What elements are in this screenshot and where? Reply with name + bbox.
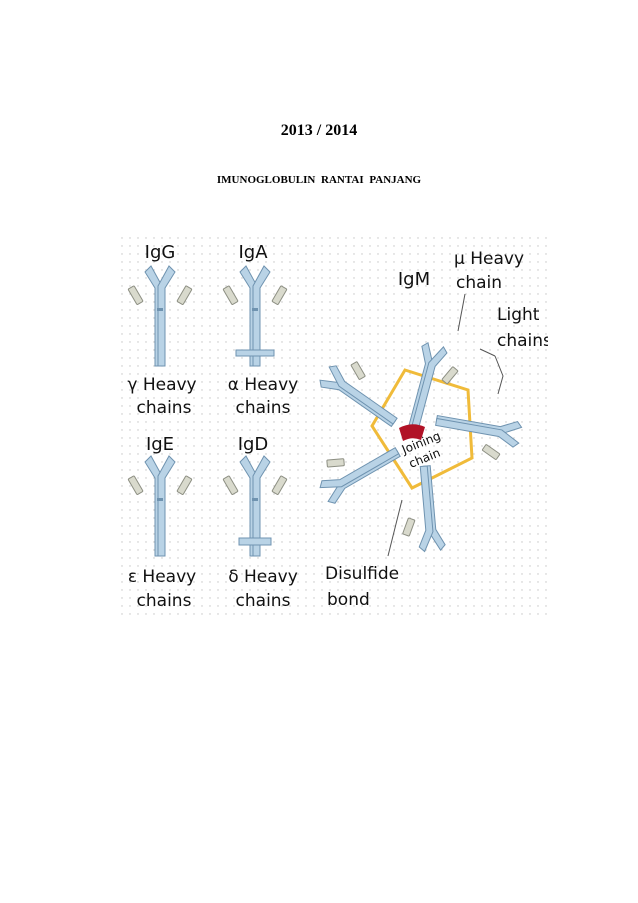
iga-label: IgA (238, 242, 268, 263)
disulfide-pointer (387, 499, 403, 557)
iga-chain-line2: chains (236, 398, 291, 418)
iga-chain-line1: α Heavy (228, 375, 298, 395)
igd-label: IgD (238, 434, 269, 455)
disulfide-label-line2: bond (327, 590, 370, 610)
igm-structure (309, 340, 523, 554)
joining-chain-shape (399, 424, 425, 441)
igd-structure (222, 455, 288, 557)
igm-light-line2: chains (497, 331, 548, 351)
light-chain-pointer (479, 348, 504, 395)
igd-chain-line2: chains (236, 591, 291, 611)
iga-structure (222, 265, 288, 367)
igm-label: IgM (398, 269, 430, 290)
igg-label: IgG (145, 242, 176, 263)
document-year: 2013 / 2014 (280, 122, 358, 139)
ige-chain-line1: ε Heavy (128, 567, 196, 587)
igg-chain-line1: γ Heavy (127, 375, 196, 395)
heavy-chain-pointer (457, 293, 466, 332)
document-subtitle: IMUNOGLOBULIN RANTAI PANJANG (216, 174, 422, 186)
igm-heavy-line1: μ Heavy (454, 249, 524, 269)
igm-heavy-line2: chain (456, 273, 502, 293)
ige-chain-line2: chains (137, 591, 192, 611)
igg-chain-line2: chains (137, 398, 192, 418)
disulfide-label-line1: Disulfide (325, 564, 399, 584)
igd-chain-line1: δ Heavy (228, 567, 298, 587)
igm-light-line1: Light (497, 305, 540, 325)
ige-label: IgE (146, 434, 174, 455)
immunoglobulin-figure: IgG γ Heavy chains IgA α Heavy chains Ig… (120, 236, 548, 616)
immunoglobulin-diagram: IgG γ Heavy chains IgA α Heavy chains Ig… (120, 236, 548, 616)
